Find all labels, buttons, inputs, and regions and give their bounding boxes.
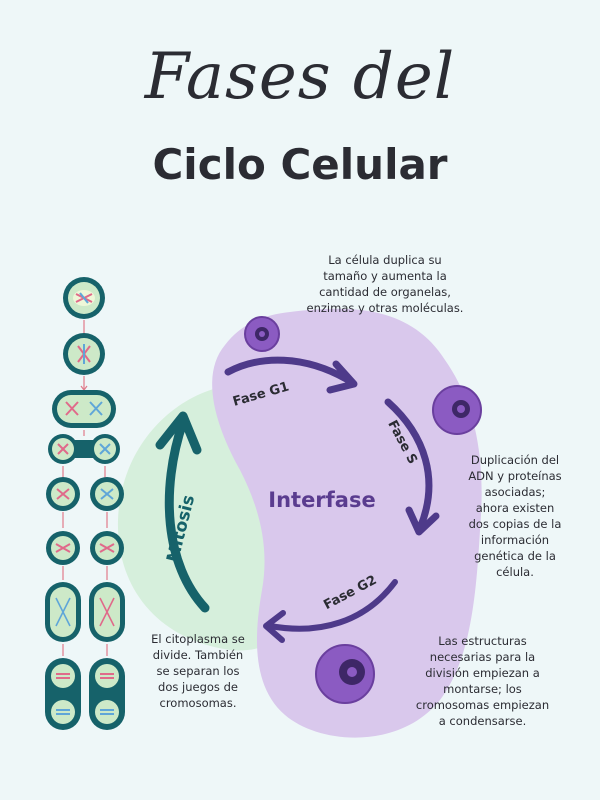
page-title: Ciclo Celular (152, 140, 448, 189)
s-cell-icon (432, 385, 482, 435)
mitosis-description: El citoplasma se divide. También se sepa… (151, 632, 245, 710)
g1-arrow (224, 356, 352, 384)
telophase-cells-icon (46, 477, 124, 511)
metaphase-cell-icon (52, 390, 116, 428)
g2-description: Las estructuras necesarias para la divis… (415, 634, 550, 728)
daughter-cells-prophase-icon (46, 531, 124, 565)
g1-cell-icon (244, 316, 280, 352)
final-division-icon (45, 658, 125, 730)
interphase-label: Interfase (268, 488, 375, 512)
s-arrow (384, 398, 433, 532)
g1-description: La célula duplica su tamaño y aumenta la… (306, 253, 464, 315)
mitosis-stages (45, 277, 125, 730)
prometaphase-cell-icon (63, 333, 105, 375)
prophase-cell-icon (63, 277, 105, 319)
mitosis-arrow (164, 417, 210, 613)
title-line1: Fases del (144, 40, 456, 114)
daughter-cells-metaphase-icon (45, 582, 125, 642)
s-description: Duplicación del ADN y proteínas asociada… (468, 453, 562, 579)
g2-arrow (267, 579, 398, 632)
g2-cell-icon (315, 644, 375, 704)
anaphase-cell-icon (48, 434, 120, 464)
